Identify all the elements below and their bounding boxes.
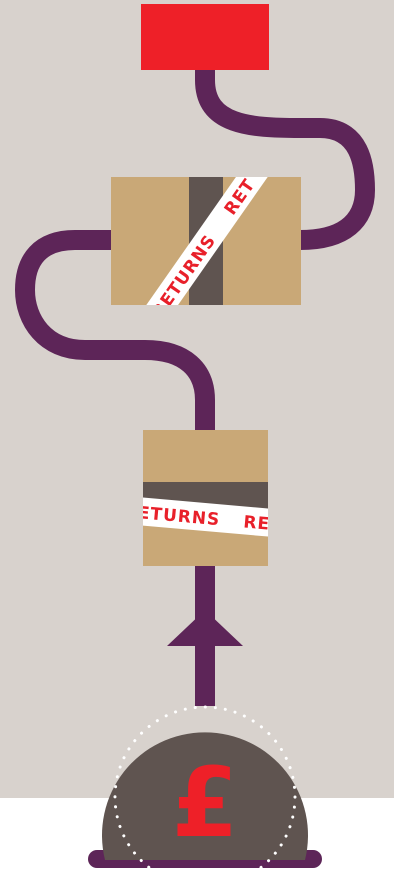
returns-label-text-extra: RE — [243, 512, 271, 534]
pound-symbol: £ — [172, 747, 239, 859]
returns-box-lower: ETURNS RE — [124, 430, 296, 566]
returns-box-upper: RETURNS RET — [111, 127, 301, 355]
red-block-icon — [141, 4, 269, 70]
pound-coin-icon: £ — [88, 707, 322, 870]
up-arrow-icon — [167, 610, 243, 646]
